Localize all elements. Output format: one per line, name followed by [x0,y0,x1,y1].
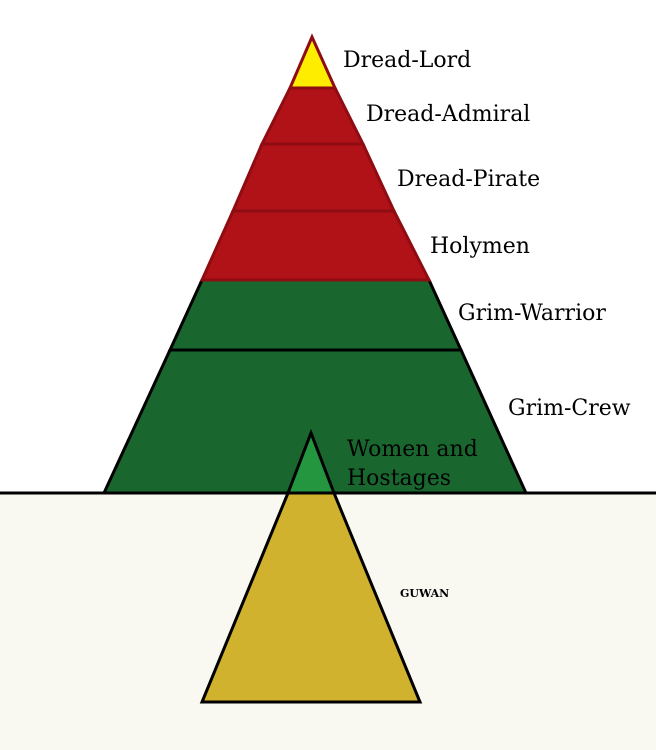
grim-warrior-tier [167,278,464,352]
dread-admiral-label: Dread-Admiral [366,102,530,127]
guwan-label: GUWAN [400,587,449,600]
dread-admiral-tier [259,86,366,146]
holymen-label: Holymen [430,234,530,259]
dread-pirate-label: Dread-Pirate [397,167,540,192]
grim-crew-label: Grim-Crew [508,396,631,421]
dread-lord-tier [287,33,338,90]
women-hostages-label-line2: Hostages [347,466,451,491]
women-hostages-label-line1: Women and [347,437,478,462]
holymen-tier [199,209,432,282]
dread-pirate-tier [230,142,397,213]
dread-lord-label: Dread-Lord [343,48,471,73]
grim-warrior-label: Grim-Warrior [458,301,606,326]
